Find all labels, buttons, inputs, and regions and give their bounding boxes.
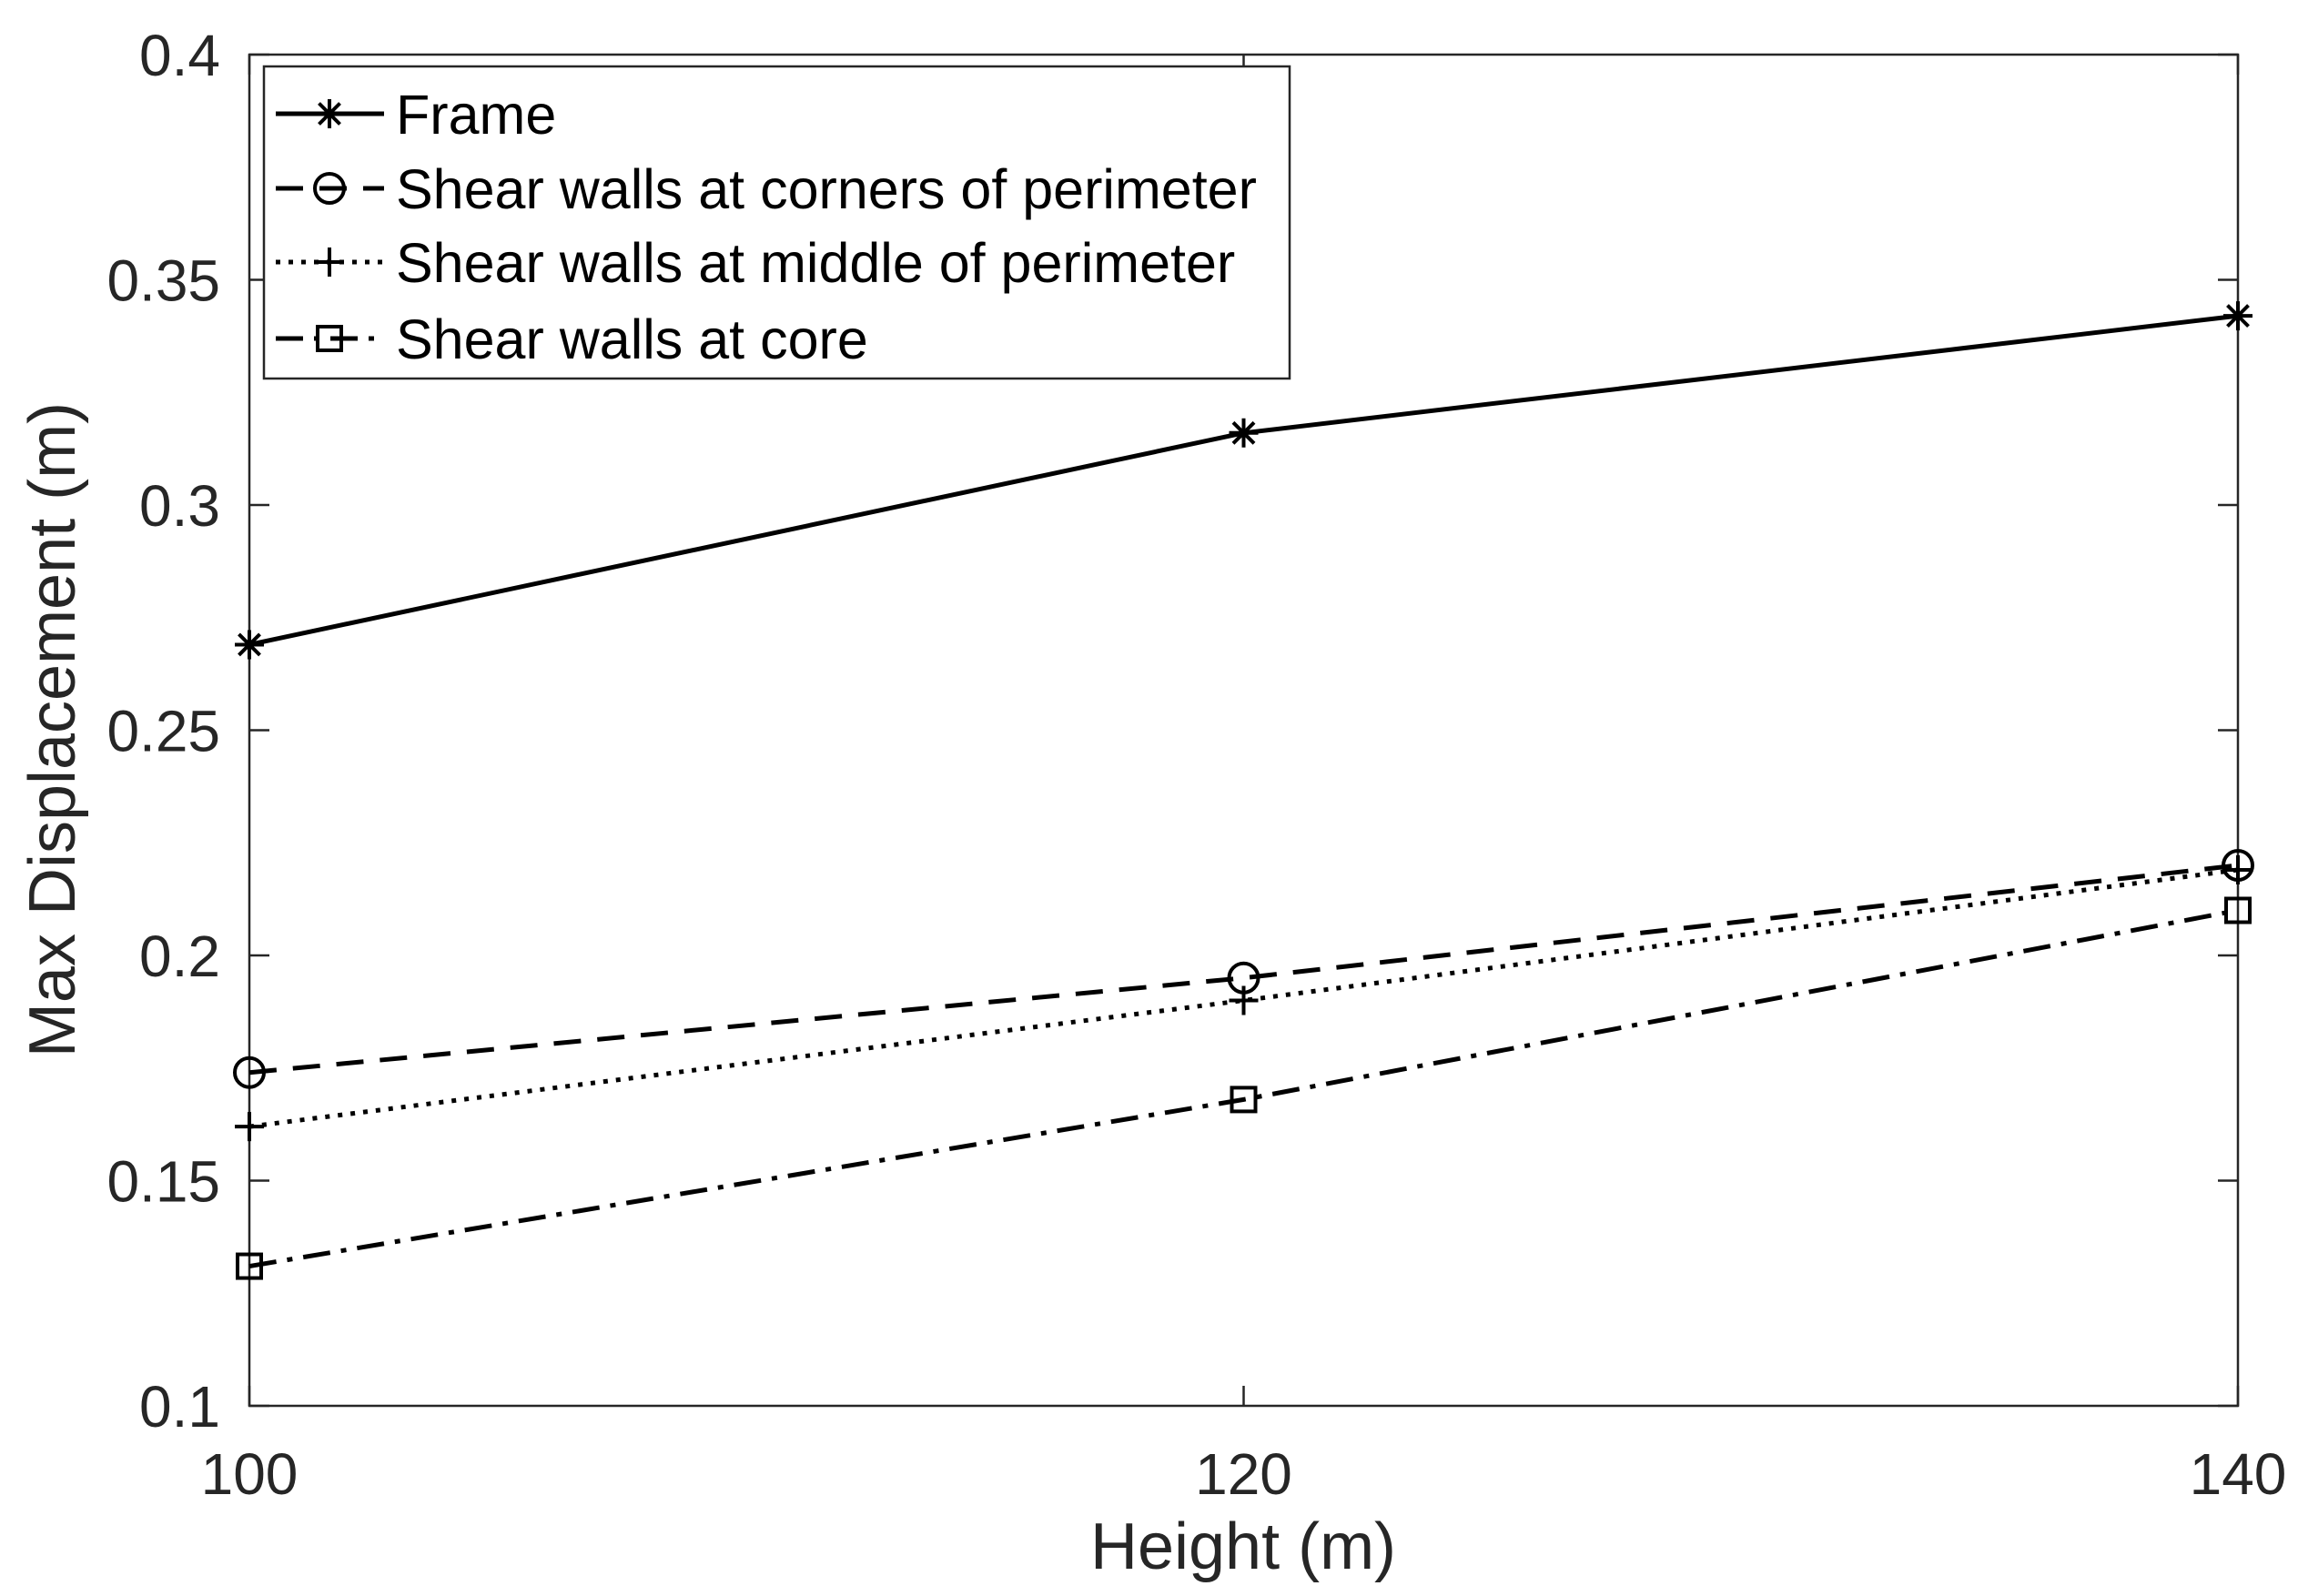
legend-entry: Shear walls at corners of perimeter bbox=[276, 158, 1257, 220]
data-point-circle bbox=[233, 1056, 266, 1089]
data-point-asterisk bbox=[235, 630, 264, 660]
data-point-asterisk bbox=[2223, 301, 2252, 331]
y-axis-label: Max Displacement (m) bbox=[16, 402, 89, 1057]
x-tick-label: 140 bbox=[2190, 1441, 2287, 1507]
legend-label: Frame bbox=[396, 84, 556, 146]
legend-label: Shear walls at corners of perimeter bbox=[396, 158, 1257, 220]
y-axis: 0.1 0.15 0.2 0.25 0.3 0.35 0.4 bbox=[106, 23, 2238, 1439]
data-point-plus bbox=[235, 1112, 264, 1142]
legend-label: Shear walls at middle of perimeter bbox=[396, 232, 1235, 294]
y-tick-label: 0.1 bbox=[139, 1374, 220, 1439]
y-tick-label: 0.3 bbox=[139, 473, 220, 539]
data-point-square bbox=[236, 1252, 263, 1280]
series-line bbox=[248, 908, 2239, 1269]
legend-box bbox=[262, 65, 1291, 380]
data-point-plus bbox=[2223, 854, 2252, 884]
y-tick-label: 0.15 bbox=[106, 1149, 220, 1215]
legend-marker-square bbox=[316, 325, 343, 352]
data-point-square bbox=[2224, 896, 2252, 924]
data-point-asterisk bbox=[1229, 418, 1259, 448]
legend-entry: Shear walls at core bbox=[276, 308, 868, 370]
legend-entry: Shear walls at middle of perimeter bbox=[276, 232, 1235, 294]
legend-marker-asterisk bbox=[315, 99, 344, 128]
x-axis-label: Height (m) bbox=[1090, 1510, 1396, 1583]
series-line bbox=[248, 867, 2239, 1129]
data-point-plus bbox=[1229, 985, 1259, 1015]
data-point-square bbox=[1230, 1086, 1258, 1114]
y-tick-label: 0.35 bbox=[106, 248, 220, 314]
x-tick-label: 120 bbox=[1195, 1441, 1292, 1507]
y-tick-label: 0.4 bbox=[139, 23, 220, 88]
x-axis: 100 120 140 bbox=[201, 55, 2287, 1507]
plot-area: 0.1 0.15 0.2 0.25 0.3 0.35 0.4 100 120 140 FrameSh… bbox=[106, 23, 2286, 1507]
legend-marker-circle bbox=[313, 172, 346, 205]
y-tick-label: 0.2 bbox=[139, 924, 220, 989]
x-tick-label: 100 bbox=[201, 1441, 299, 1507]
legend-entry: Frame bbox=[276, 84, 556, 146]
series-3 bbox=[235, 854, 2252, 1142]
legend-label: Shear walls at core bbox=[396, 308, 868, 370]
series-4 bbox=[236, 896, 2252, 1280]
legend-marker-plus bbox=[315, 247, 344, 277]
series-1 bbox=[235, 301, 2252, 660]
y-tick-label: 0.25 bbox=[106, 699, 220, 764]
series-line bbox=[248, 863, 2239, 1076]
